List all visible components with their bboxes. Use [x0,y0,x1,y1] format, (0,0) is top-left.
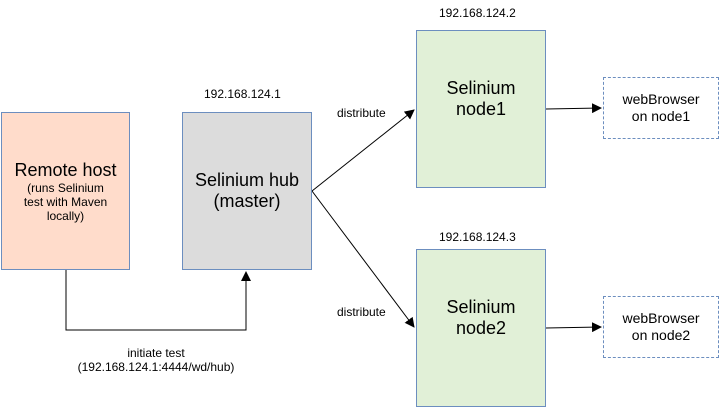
node2-to-browser2-connector [545,322,602,333]
hub-title-line-1: Selinium hub [194,170,300,190]
distribute-top-label: distribute [337,106,386,120]
web-browser-node2-box: webBrowser on node2 [603,296,719,358]
browser2-line-1: webBrowser [622,310,700,326]
remote-host-box: Remote host (runs Selinium test with Mav… [1,112,130,270]
remote-host-note-line-1: (runs Selinium [27,180,104,195]
remote-host-note-line-2: test with Maven [23,194,108,209]
initiate-test-label: initiate test (192.168.124.1:4444/wd/hub… [62,346,250,374]
node2-ip-label: 192.168.124.3 [439,230,516,244]
node1-to-browser1-connector [545,103,602,114]
node1-title-line-1: Selinium [446,78,516,98]
selenium-node1-box: Selinium node1 [416,30,546,188]
browser1-line-2: on node1 [631,108,691,124]
initiate-test-line-1: initiate test [127,346,185,360]
hub-to-node1-connector [311,109,415,192]
initiate-test-line-2: (192.168.124.1:4444/wd/hub) [77,360,235,374]
distribute-bottom-label: distribute [337,305,386,319]
node1-title-line-2: node1 [455,99,507,119]
remote-host-note-line-3: locally) [46,208,85,223]
node2-title-line-1: Selinium [446,297,516,317]
initiate-test-connector [65,270,251,331]
hub-to-node2-connector [311,190,415,328]
hub-title-line-2: (master) [213,191,281,211]
browser1-line-1: webBrowser [622,91,700,107]
hub-ip-label: 192.168.124.1 [204,87,281,101]
selenium-node2-box: Selinium node2 [416,249,546,407]
browser2-line-2: on node2 [631,327,691,343]
selenium-hub-box: Selinium hub (master) [182,112,312,270]
node1-ip-label: 192.168.124.2 [439,6,516,20]
node2-title-line-2: node2 [455,318,507,338]
web-browser-node1-box: webBrowser on node1 [603,77,719,139]
remote-host-title: Remote host [14,159,117,180]
